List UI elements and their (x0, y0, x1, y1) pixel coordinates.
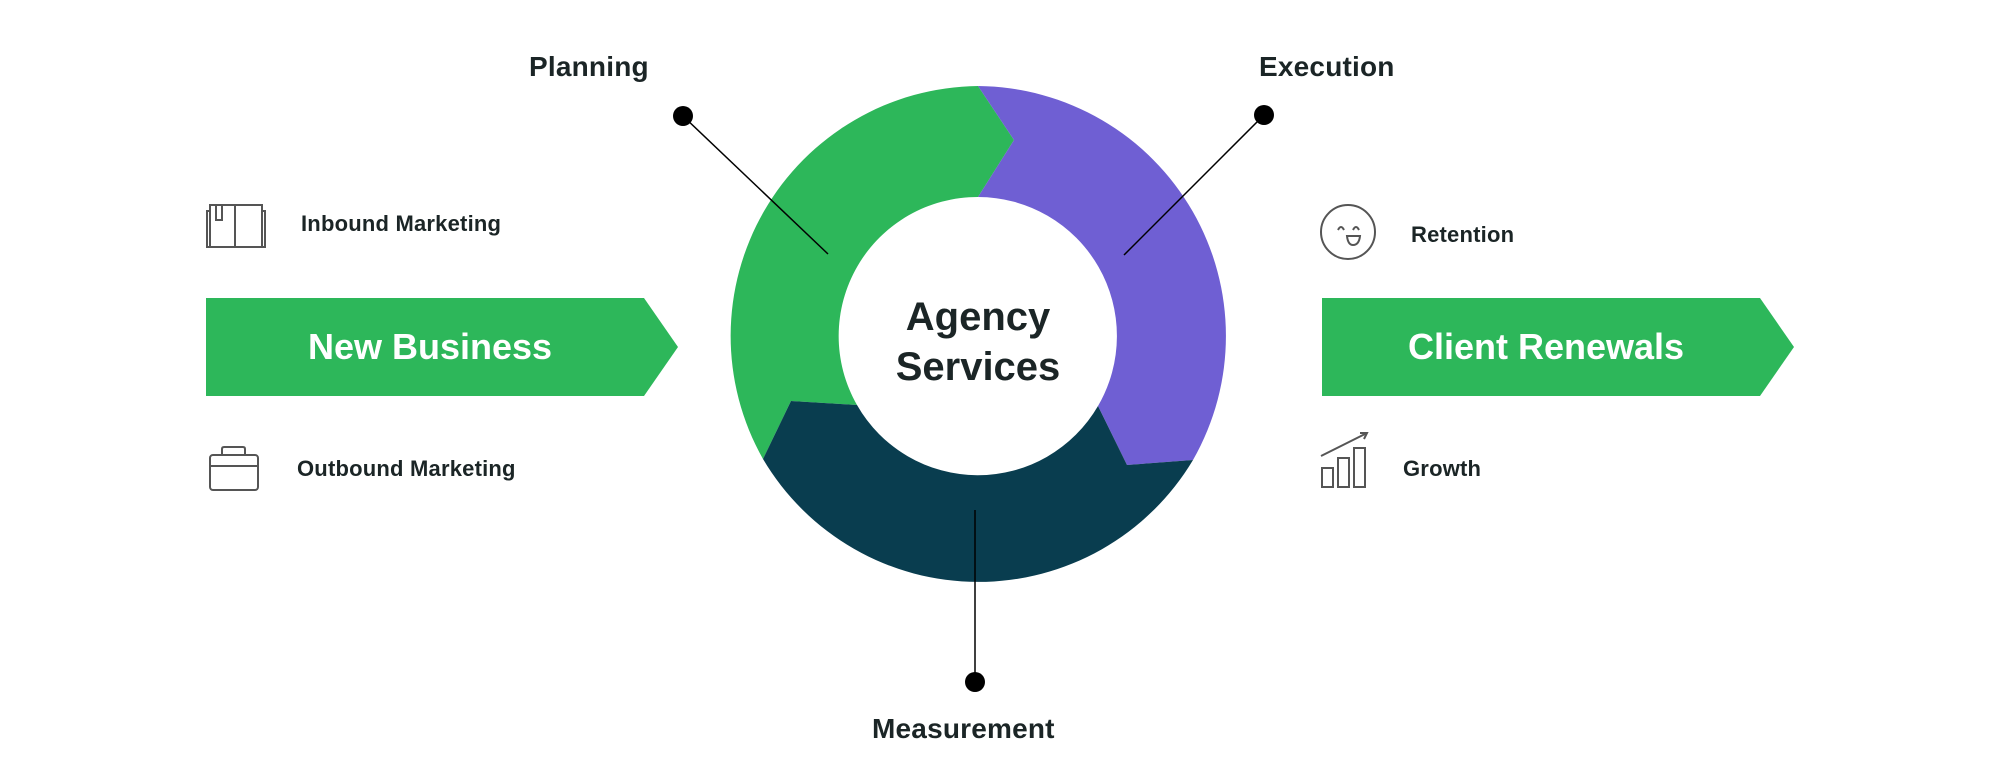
growth-label: Growth (1403, 456, 1482, 481)
outbound-marketing-label: Outbound Marketing (297, 456, 516, 481)
growth-chart-icon (1320, 432, 1369, 488)
client-renewals-label: Client Renewals (1407, 326, 1685, 367)
ring-segment-measurement (763, 401, 1193, 582)
ring-segment-execution (978, 86, 1226, 465)
retention-label: Retention (1411, 222, 1515, 247)
stage-label-planning: Planning (529, 51, 649, 82)
center-title-line1: Agency (905, 295, 1051, 339)
center-title: Agency Services (896, 292, 1061, 392)
smiley-icon (1320, 204, 1376, 260)
new-business-label: New Business (307, 326, 553, 367)
stage-label-execution: Execution (1259, 51, 1395, 82)
planning-connector-dot (673, 106, 693, 126)
stage-label-measurement: Measurement (872, 713, 1055, 744)
execution-connector-line (1123, 114, 1265, 256)
book-icon (206, 204, 266, 248)
measurement-connector-dot (965, 672, 985, 692)
new-business-banner (206, 298, 678, 396)
center-title-line2: Services (895, 345, 1061, 389)
client-renewals-banner (1322, 298, 1794, 396)
ring-segment-planning (730, 86, 1014, 459)
inbound-marketing-label: Inbound Marketing (301, 211, 502, 236)
briefcase-icon (209, 446, 259, 491)
planning-connector-line (682, 115, 829, 255)
execution-connector-dot (1254, 105, 1274, 125)
